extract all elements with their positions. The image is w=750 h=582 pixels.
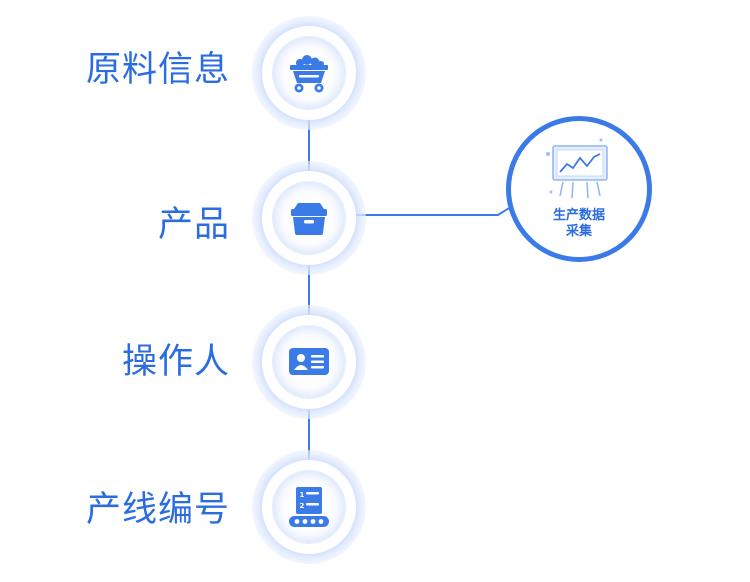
id-card-icon bbox=[289, 348, 329, 375]
step-label-raw-material: 原料信息 bbox=[85, 50, 230, 90]
step-label-product: 产品 bbox=[157, 205, 230, 245]
data-collection-label: 生产数据 采集 bbox=[531, 208, 627, 240]
svg-text:2: 2 bbox=[300, 502, 305, 510]
data-collection-label-line1: 生产数据 bbox=[552, 208, 605, 223]
data-collection-node bbox=[506, 116, 652, 262]
box-icon bbox=[291, 203, 327, 235]
step-node-operator bbox=[252, 305, 366, 419]
step-label-operator: 操作人 bbox=[121, 342, 230, 382]
step-label-line-number: 产线编号 bbox=[85, 490, 230, 530]
step-node-product bbox=[252, 161, 366, 275]
step-node-line-number: 1 2 bbox=[252, 450, 366, 564]
branch-connector bbox=[350, 194, 531, 216]
step-node-raw-material bbox=[252, 16, 366, 130]
svg-text:1: 1 bbox=[300, 491, 305, 499]
mine-cart-icon bbox=[290, 55, 328, 93]
production-line-icon: 1 2 bbox=[289, 487, 329, 527]
data-collection-label-line2: 采集 bbox=[565, 224, 592, 239]
monitor-chart-icon bbox=[546, 138, 608, 199]
